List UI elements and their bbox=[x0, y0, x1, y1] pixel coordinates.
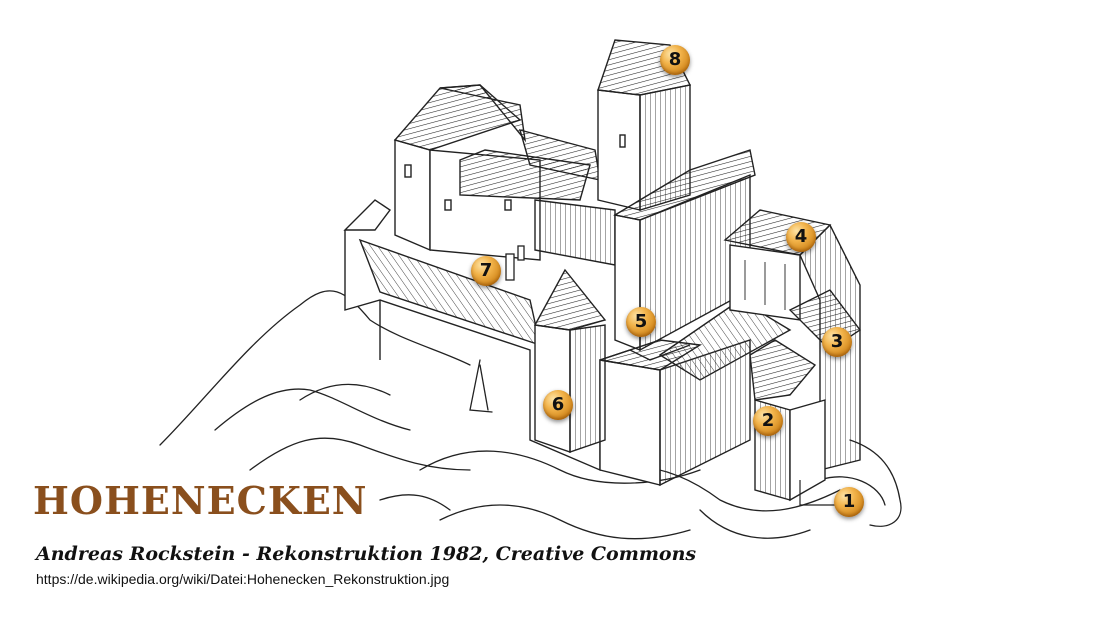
gate-posts bbox=[505, 245, 525, 281]
hill bbox=[159, 290, 902, 540]
marker-2[interactable]: 2 bbox=[753, 406, 783, 436]
marker-1[interactable]: 1 bbox=[834, 487, 864, 517]
marker-3[interactable]: 3 bbox=[822, 327, 852, 357]
marker-4[interactable]: 4 bbox=[786, 222, 816, 252]
marker-6[interactable]: 6 bbox=[543, 390, 573, 420]
marker-7[interactable]: 7 bbox=[471, 256, 501, 286]
marker-8[interactable]: 8 bbox=[660, 45, 690, 75]
inner-buildings bbox=[599, 149, 792, 487]
source-url: https://de.wikipedia.org/wiki/Datei:Hohe… bbox=[36, 571, 450, 587]
marker-5[interactable]: 5 bbox=[626, 307, 656, 337]
author-credit: Andreas Rockstein - Rekonstruktion 1982,… bbox=[36, 543, 697, 565]
castle-title: HOHENECKEN bbox=[33, 478, 368, 523]
round-tower bbox=[533, 268, 607, 453]
palace bbox=[393, 84, 616, 266]
